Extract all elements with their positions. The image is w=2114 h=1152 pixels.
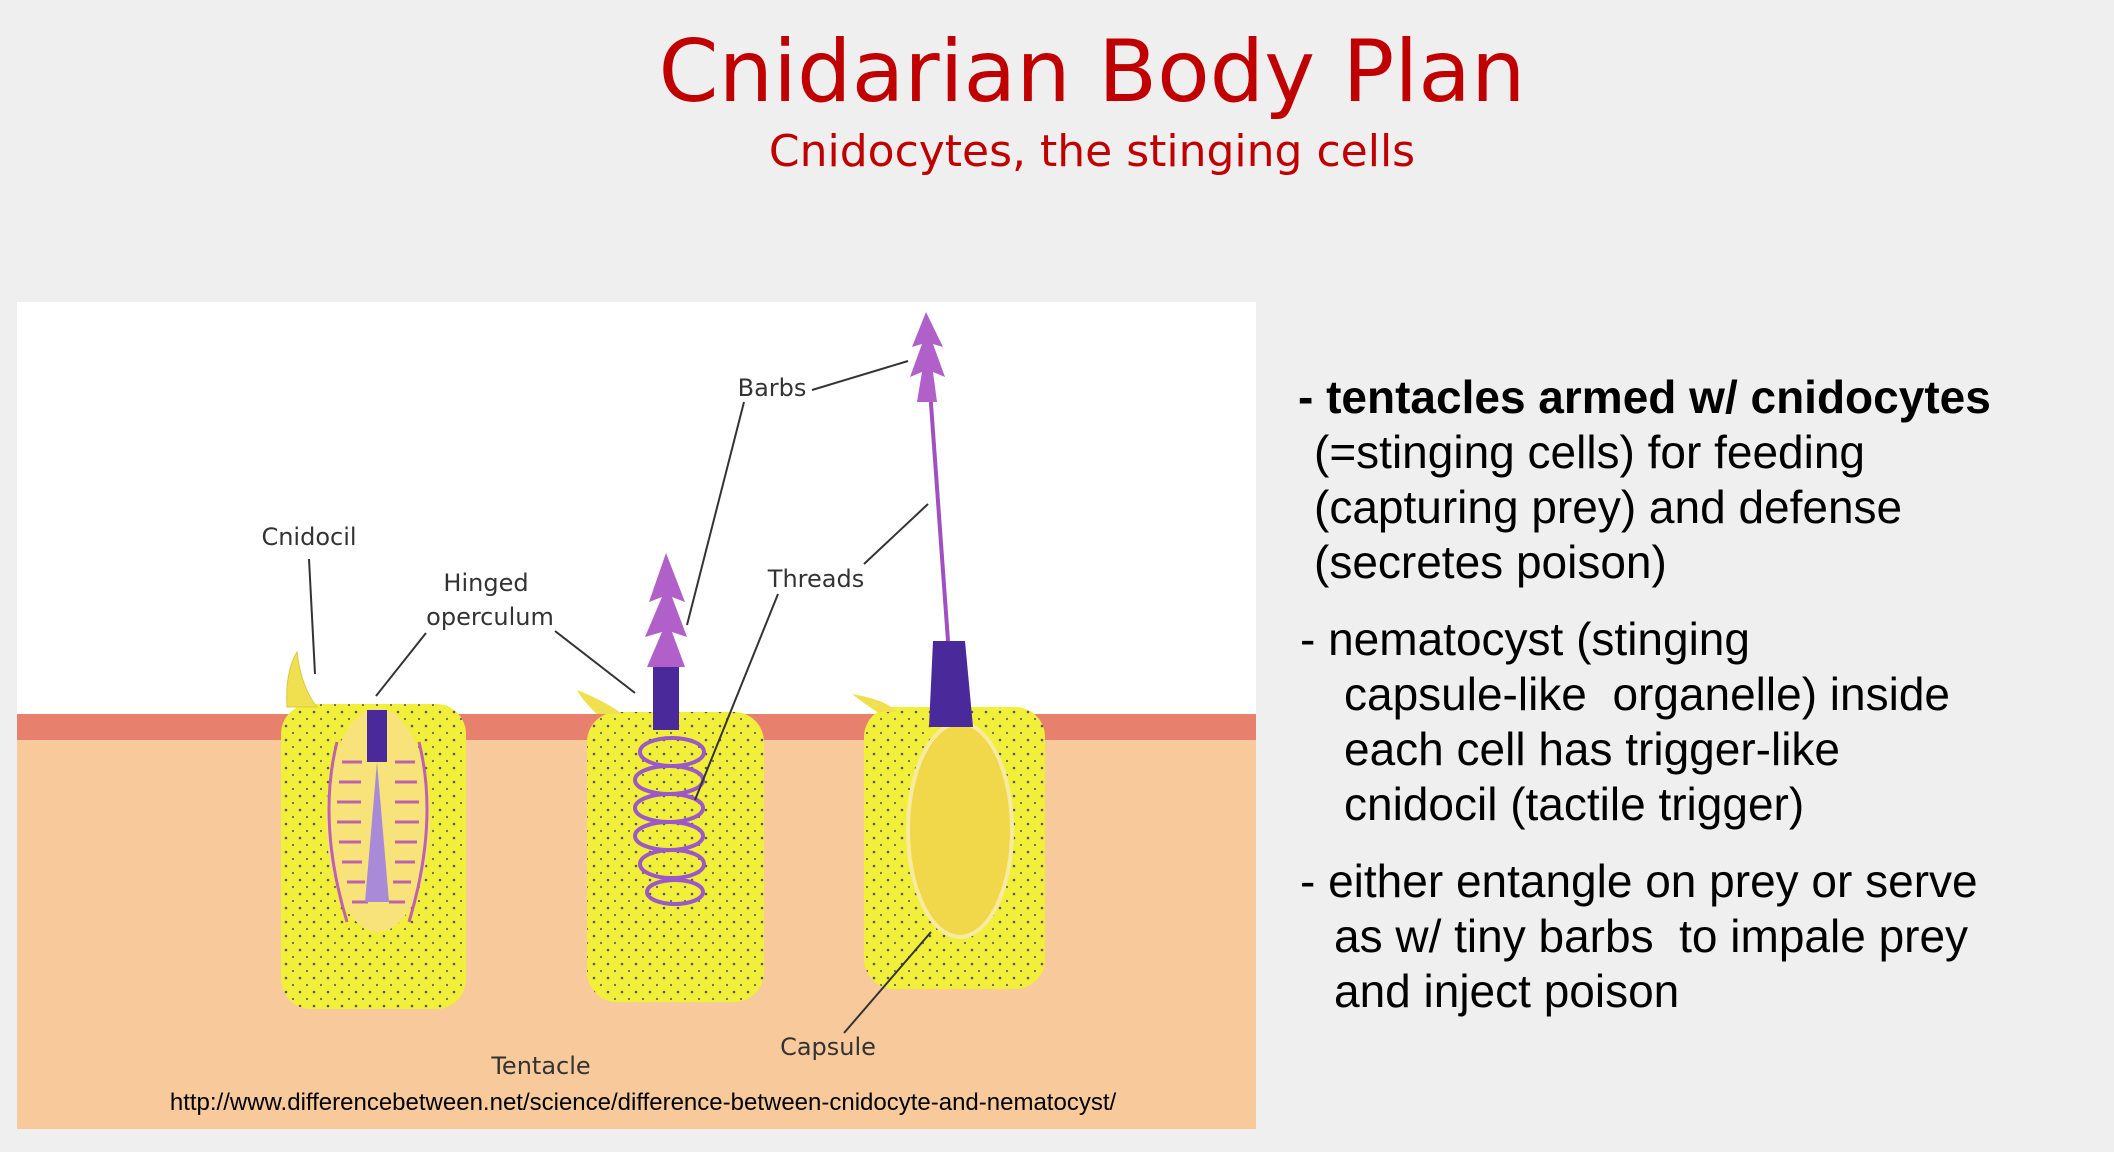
bullet-line: as w/ tiny barbs to impale prey: [1334, 910, 1969, 962]
bullet-nematocyst: - nematocyst (stinging capsule-like orga…: [1298, 612, 2098, 832]
bullet-line: cnidocil (tactile trigger): [1344, 778, 1805, 830]
label-cnidocil: Cnidocil: [261, 523, 356, 551]
cnidocyte-undischarged: [281, 650, 466, 1009]
label-hinged: Hinged: [443, 569, 528, 597]
cnidocyte-diagram: Cnidocil Hinged operculum Barbs Threads …: [17, 302, 1256, 1129]
bullet-lead: - nematocyst (stinging: [1300, 613, 1750, 665]
cnidocyte-discharged: [852, 312, 1045, 989]
label-barbs: Barbs: [738, 374, 807, 402]
cnidocyte-illustration: Cnidocil Hinged operculum Barbs Threads …: [17, 312, 1256, 1129]
label-tentacle: Tentacle: [490, 1052, 590, 1080]
cnidocyte-discharging: [577, 553, 764, 1002]
label-operculum: operculum: [426, 603, 554, 631]
bullet-lead: - either entangle on prey or serve: [1300, 855, 1978, 907]
source-url[interactable]: http://www.differencebetween.net/science…: [170, 1089, 1117, 1116]
bullet-list: - tentacles armed w/ cnidocytes (=stingi…: [1298, 370, 2098, 1041]
bullet-line: capsule-like organelle) inside: [1344, 668, 1950, 720]
bullet-line: each cell has trigger-like: [1344, 723, 1841, 775]
bullet-line: (secretes poison): [1314, 536, 1667, 588]
bullet-function: - either entangle on prey or serve as w/…: [1298, 854, 2098, 1019]
bullet-lead: - tentacles armed w/ cnidocytes: [1298, 371, 1991, 423]
bullet-cnidocytes: - tentacles armed w/ cnidocytes (=stingi…: [1298, 370, 2098, 590]
slide-title: Cnidarian Body Plan: [658, 22, 1526, 122]
bullet-line: (=stinging cells) for feeding: [1314, 426, 1866, 478]
label-capsule: Capsule: [780, 1033, 876, 1061]
slide-subtitle: Cnidocytes, the stinging cells: [768, 126, 1416, 177]
bullet-line: and inject poison: [1334, 965, 1680, 1017]
bullet-line: (capturing prey) and defense: [1314, 481, 1903, 533]
label-threads: Threads: [767, 565, 864, 593]
leader-lines: [308, 360, 932, 1034]
